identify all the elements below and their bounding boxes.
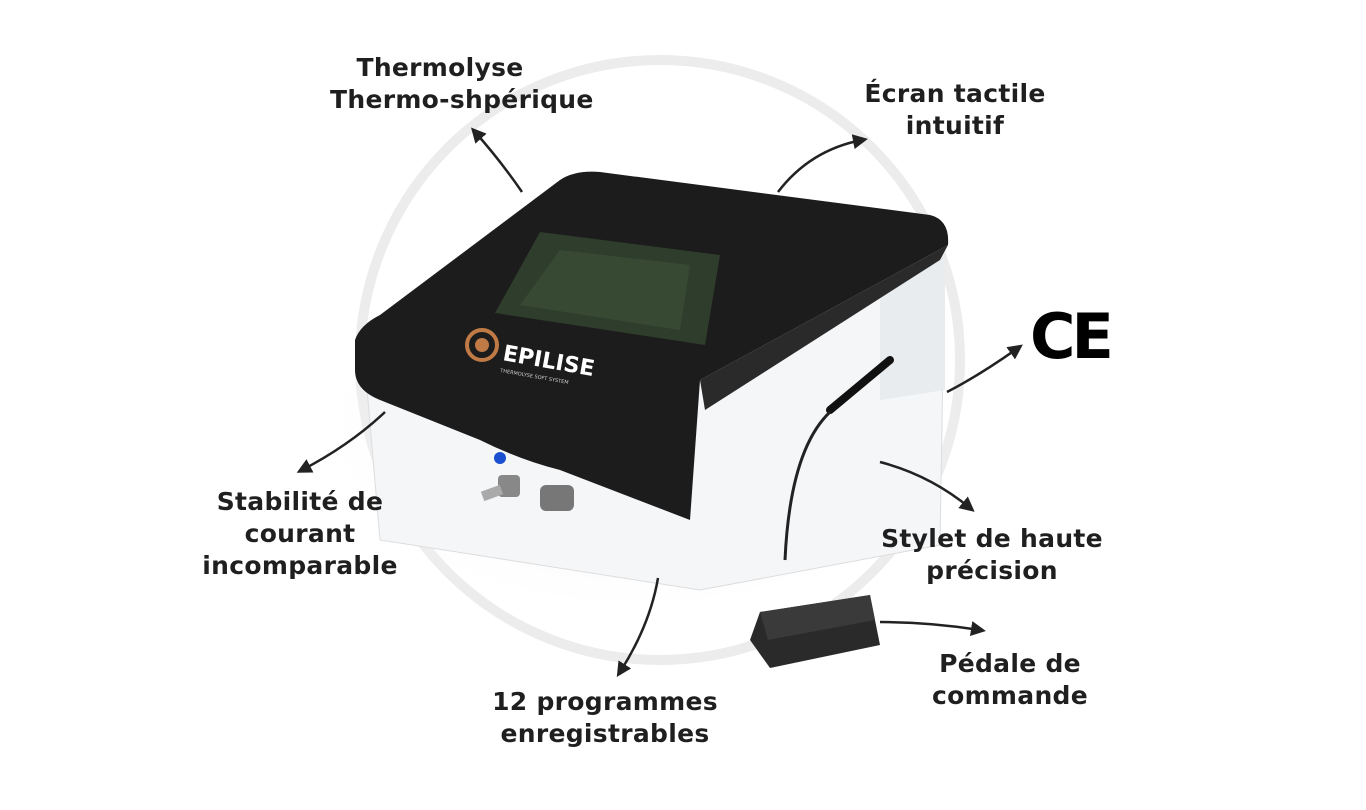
label-line: enregistrables bbox=[500, 719, 710, 748]
stylus bbox=[826, 356, 894, 414]
stylus-cable bbox=[783, 410, 832, 561]
label-line: Stylet de haute bbox=[881, 524, 1103, 553]
label-touchscreen: Écran tactile intuitif bbox=[840, 78, 1070, 142]
connector-left bbox=[498, 475, 520, 497]
label-stability: Stabilité de courant incomparable bbox=[190, 486, 410, 582]
label-line: intuitif bbox=[905, 111, 1005, 140]
label-pedal: Pédale de commande bbox=[915, 648, 1105, 712]
label-stylus: Stylet de haute précision bbox=[872, 523, 1112, 587]
ce-mark: CE bbox=[1030, 300, 1114, 373]
arrow-stability bbox=[296, 411, 386, 473]
arrow-stylus bbox=[879, 460, 975, 512]
label-line: Pédale de bbox=[939, 649, 1081, 678]
label-line: Stabilité de bbox=[216, 487, 384, 516]
blue-port bbox=[494, 452, 506, 464]
label-line: commande bbox=[931, 681, 1088, 710]
label-line: courant bbox=[244, 519, 356, 548]
label-line: 12 programmes bbox=[492, 687, 718, 716]
label-line: Écran tactile bbox=[864, 79, 1046, 108]
arrow-ce bbox=[946, 344, 1023, 394]
arrow-thermolysis bbox=[471, 127, 524, 193]
arrow-pedal bbox=[879, 620, 986, 636]
arrow-touchscreen bbox=[777, 134, 868, 193]
label-programs: 12 programmes enregistrables bbox=[485, 686, 725, 750]
label-line: précision bbox=[926, 556, 1058, 585]
arrow-programs bbox=[616, 577, 660, 678]
label-line: Thermolyse bbox=[356, 53, 524, 82]
label-thermolysis: Thermolyse Thermo-shpérique bbox=[330, 52, 594, 116]
label-line: incomparable bbox=[202, 551, 398, 580]
device-top-cover bbox=[355, 171, 949, 520]
connector-right bbox=[540, 485, 574, 511]
label-line: Thermo-shpérique bbox=[330, 85, 594, 114]
foot-pedal bbox=[750, 595, 880, 668]
